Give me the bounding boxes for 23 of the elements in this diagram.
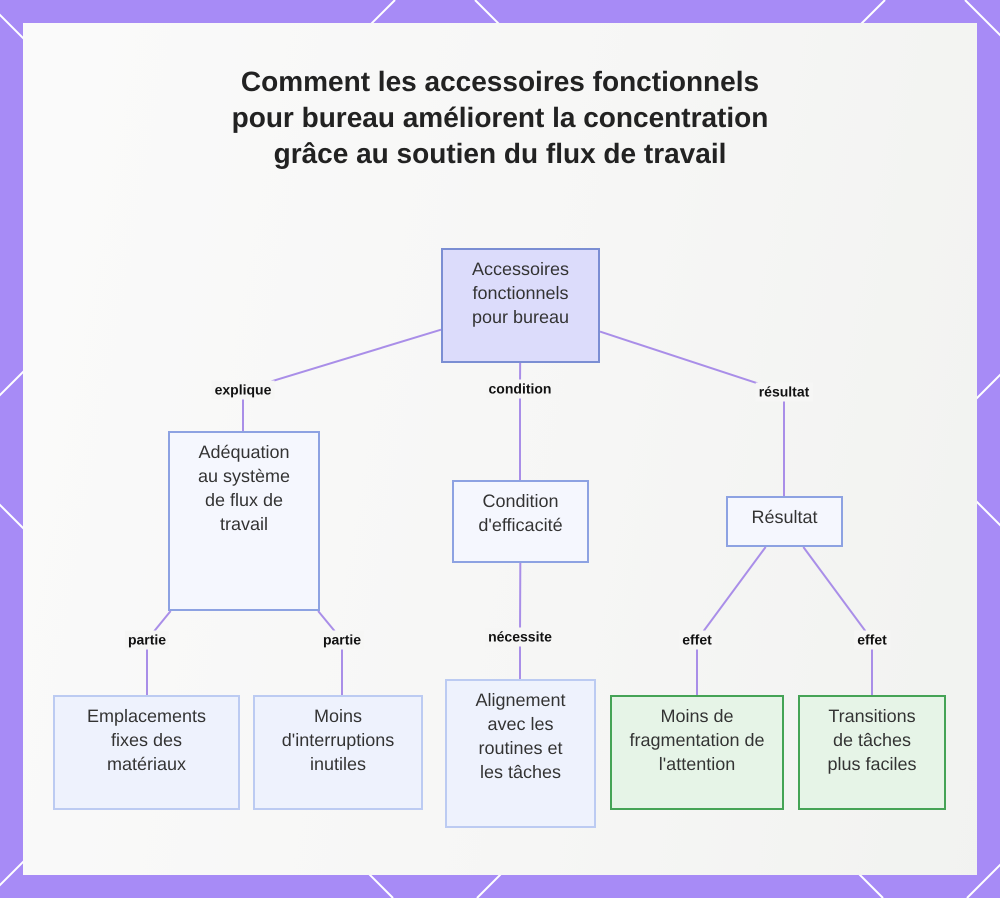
concept-box — [445, 679, 596, 828]
edge-label: effet — [854, 630, 890, 650]
concept-box — [168, 431, 320, 611]
concept-text: Emplacements fixes des matériaux — [86, 705, 208, 776]
concept-text: Alignement avec les routines et les tâches — [474, 689, 567, 784]
concept-box — [726, 496, 843, 547]
concept-text: Adéquation au système de flux de travail — [196, 441, 292, 536]
diagram-title: Comment les accessoires fonctionnels pour bureau améliorent la concentration grâce au soutien du flux de travail — [230, 65, 770, 171]
concept-text: Moins d'interruptions inutiles — [280, 705, 396, 776]
concept-box — [610, 695, 784, 810]
concept-box — [253, 695, 423, 810]
connector-line — [696, 546, 766, 695]
edge-label: résultat — [756, 382, 812, 402]
concept-text: Moins de fragmentation de l'attention — [628, 705, 766, 776]
concept-box — [798, 695, 946, 810]
connector-line — [802, 546, 873, 695]
concept-text: Résultat — [751, 506, 818, 529]
concept-box — [452, 480, 589, 563]
concept-text: Transitions de tâches plus faciles — [826, 705, 918, 776]
concept-text: Condition d'efficacité — [477, 490, 564, 537]
concept-text: Accessoires fonctionnels pour bureau — [470, 258, 570, 329]
concept-box — [441, 248, 600, 363]
concept-box — [53, 695, 240, 810]
